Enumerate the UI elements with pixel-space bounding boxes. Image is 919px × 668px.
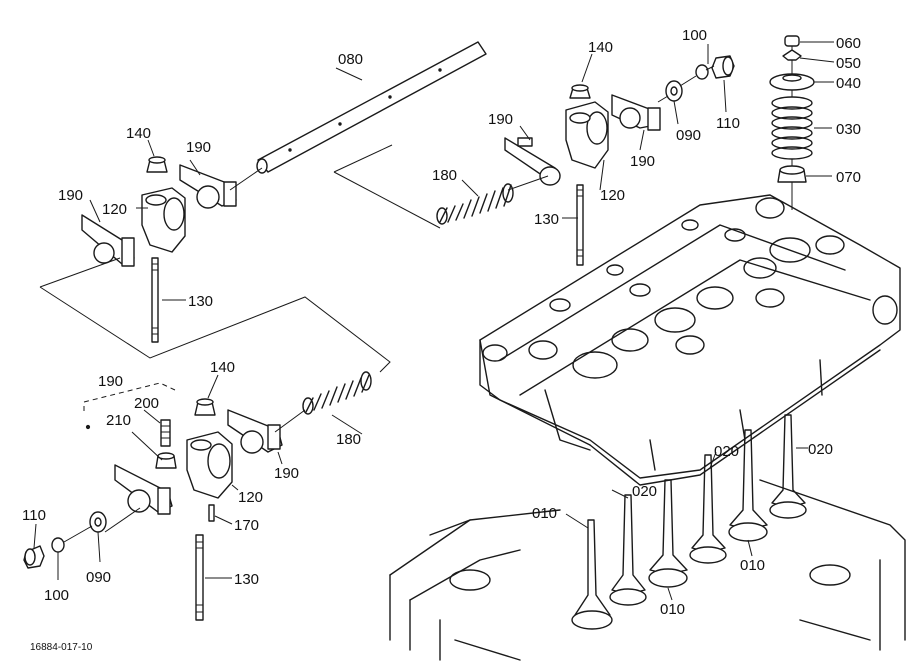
label-070: 070 bbox=[836, 169, 861, 186]
label-140-top-center: 140 bbox=[588, 39, 613, 56]
label-180-bottom: 180 bbox=[336, 431, 361, 448]
valve-010-b bbox=[648, 479, 688, 588]
label-140-top-left: 140 bbox=[126, 125, 151, 142]
label-080: 080 bbox=[338, 51, 363, 68]
label-120-top-left: 120 bbox=[102, 201, 127, 218]
intake-exhaust-valves bbox=[571, 414, 807, 630]
label-100-bottom: 100 bbox=[44, 587, 69, 604]
label-140-bottom: 140 bbox=[210, 359, 235, 376]
label-010-b: 010 bbox=[740, 557, 765, 574]
label-120-top-center: 120 bbox=[600, 187, 625, 204]
label-130-bottom: 130 bbox=[234, 571, 259, 588]
engine-block bbox=[389, 479, 906, 661]
label-050: 050 bbox=[836, 55, 861, 72]
assembly-lines bbox=[39, 46, 793, 543]
label-190-top-center-b: 190 bbox=[630, 153, 655, 170]
label-110-top: 110 bbox=[716, 115, 740, 132]
cylinder-head bbox=[479, 194, 901, 486]
valve-020-b bbox=[689, 454, 727, 564]
label-090-top: 090 bbox=[676, 127, 701, 144]
label-090-bottom: 090 bbox=[86, 569, 111, 586]
label-120-bottom: 120 bbox=[238, 489, 263, 506]
label-020-a: 020 bbox=[632, 483, 657, 500]
label-020-b: 020 bbox=[714, 443, 739, 460]
callout-labels: 080 060 050 040 030 070 100 110 090 140 … bbox=[22, 27, 861, 653]
label-180-top: 180 bbox=[432, 167, 457, 184]
label-100-top: 100 bbox=[682, 27, 707, 44]
label-190-top-left-a: 190 bbox=[186, 139, 211, 156]
rocker-assembly-bottom bbox=[23, 371, 372, 621]
label-060: 060 bbox=[836, 35, 861, 52]
label-190-top-center-a: 190 bbox=[488, 111, 513, 128]
label-130-top-left: 130 bbox=[188, 293, 213, 310]
label-010-a: 010 bbox=[532, 505, 557, 522]
label-110-bottom: 110 bbox=[22, 507, 46, 524]
leader-lines bbox=[33, 41, 835, 601]
label-190-bottom-group: 190 bbox=[98, 373, 123, 390]
label-010-c: 010 bbox=[660, 601, 685, 618]
valve-010-a bbox=[571, 519, 613, 630]
rocker-shaft bbox=[256, 41, 487, 174]
label-170: 170 bbox=[234, 517, 259, 534]
label-210: 210 bbox=[106, 412, 131, 429]
rocker-assembly-top-left bbox=[81, 156, 237, 343]
label-190-bottom-right: 190 bbox=[274, 465, 299, 482]
label-130-top-center: 130 bbox=[534, 211, 559, 228]
label-190-top-left-b: 190 bbox=[58, 187, 83, 204]
valve-020-a bbox=[609, 494, 647, 606]
valve-020-c bbox=[769, 414, 807, 519]
valve-010-c bbox=[728, 429, 768, 542]
label-200: 200 bbox=[134, 395, 159, 412]
label-020-c: 020 bbox=[808, 441, 833, 458]
label-030: 030 bbox=[836, 121, 861, 138]
label-040: 040 bbox=[836, 75, 861, 92]
rocker-assembly-top-center bbox=[436, 55, 735, 266]
diagram-code: 16884-017-10 bbox=[30, 642, 93, 653]
